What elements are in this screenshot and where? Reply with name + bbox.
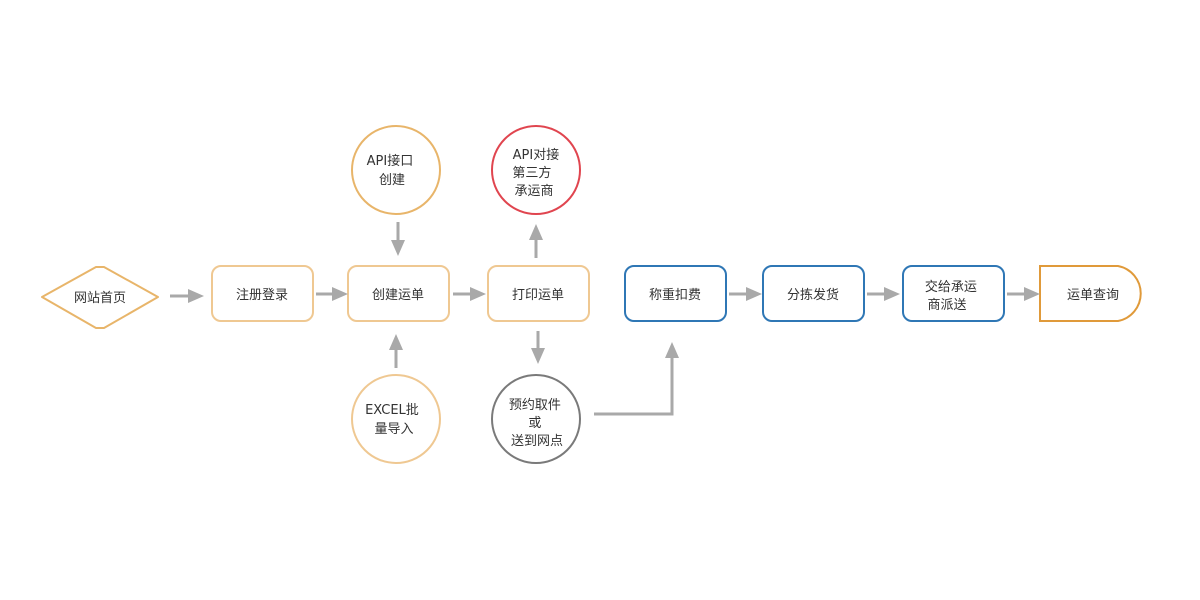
api-carrier-node-label: API对接 第三方 承运商 bbox=[512, 147, 563, 199]
sort-node-shape bbox=[762, 265, 865, 322]
api-carrier-node-shape bbox=[491, 125, 581, 215]
arrow-register-to-create bbox=[316, 287, 348, 301]
sort-node-label: 分拣发货 bbox=[787, 287, 839, 303]
excel-import-node-shape bbox=[351, 374, 441, 464]
arrow-excel-to-create bbox=[389, 334, 403, 368]
api-create-node-label: API接口 创建 bbox=[367, 153, 418, 188]
arrow-sort-to-handover bbox=[867, 287, 900, 301]
weigh-node-shape bbox=[624, 265, 727, 322]
weigh-node-label: 称重扣费 bbox=[649, 287, 701, 303]
arrow-print-to-pickup bbox=[531, 331, 545, 364]
arrow-handover-to-query bbox=[1007, 287, 1040, 301]
handover-node-label: 交给承运 商派送 bbox=[925, 279, 981, 313]
handover-node-shape bbox=[902, 265, 1005, 322]
api-create-node-shape bbox=[351, 125, 441, 215]
print-order-node-label: 打印运单 bbox=[512, 288, 564, 303]
arrow-home-to-register bbox=[170, 289, 204, 303]
arrow-print-to-api-carrier bbox=[529, 224, 543, 258]
excel-import-node-label: EXCEL批 量导入 bbox=[365, 403, 423, 437]
arrow-weigh-to-sort bbox=[729, 287, 762, 301]
pickup-node-shape bbox=[491, 374, 581, 464]
print-order-node-shape bbox=[487, 265, 590, 322]
create-order-node-label: 创建运单 bbox=[372, 288, 424, 303]
home-node-shape bbox=[41, 266, 159, 329]
pickup-node-label: 预约取件 或 送到网点 bbox=[509, 398, 565, 449]
arrow-create-to-print bbox=[453, 287, 486, 301]
query-node-shape bbox=[1039, 265, 1142, 322]
create-order-node-shape bbox=[347, 265, 450, 322]
query-node-label: 运单查询 bbox=[1067, 288, 1119, 303]
register-node-shape bbox=[211, 265, 314, 322]
register-node-label: 注册登录 bbox=[236, 288, 288, 303]
arrow-api-create-to-create bbox=[391, 222, 405, 256]
home-node-label: 网站首页 bbox=[74, 291, 126, 306]
arrow-pickup-to-weigh bbox=[594, 342, 679, 416]
